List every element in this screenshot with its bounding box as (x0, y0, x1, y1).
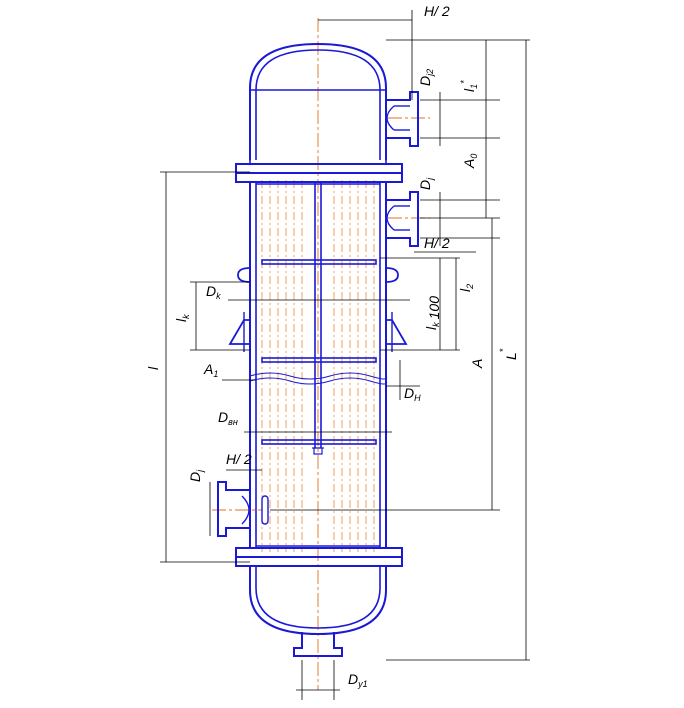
label-l: l (145, 366, 161, 370)
label-dn: DH (404, 385, 421, 403)
label-dk: Dk (206, 283, 221, 301)
label-lk-right: lk100 (423, 296, 442, 330)
label-dj2: Dj2 (417, 69, 435, 86)
label-dy1: Dy1 (348, 671, 368, 689)
label-l2: l2 (457, 284, 475, 292)
label-h2-mid: H/ 2 (424, 235, 450, 251)
nozzle-middle-right (386, 191, 419, 247)
label-a0: A0 (461, 154, 479, 169)
nozzle-lower-left (217, 481, 269, 537)
label-l-star: L* (498, 348, 519, 360)
label-h2-top: H/ 2 (424, 3, 450, 19)
tube-bundle (261, 180, 375, 552)
label-dvn: Dвн (218, 409, 238, 427)
label-a: A (469, 359, 485, 369)
nozzle-bottom (293, 632, 343, 657)
dimension-lines (160, 10, 530, 700)
label-a1: A1 (203, 361, 218, 379)
support-lugs (228, 312, 408, 352)
baffles (261, 182, 377, 455)
label-dj-low: Dj (187, 469, 205, 482)
label-h2-low: H/ 2 (226, 451, 252, 467)
label-dj: Dj (417, 177, 435, 190)
label-lk-left: lk (173, 314, 191, 322)
dimension-labels: H/ 2 Dj2 l1* A0 Dj H/ 2 l2 Dk lk lk100 l… (145, 3, 519, 689)
vessel-body (235, 42, 403, 636)
nozzle-top-right (386, 91, 419, 147)
label-l1-star: l1* (459, 80, 479, 92)
